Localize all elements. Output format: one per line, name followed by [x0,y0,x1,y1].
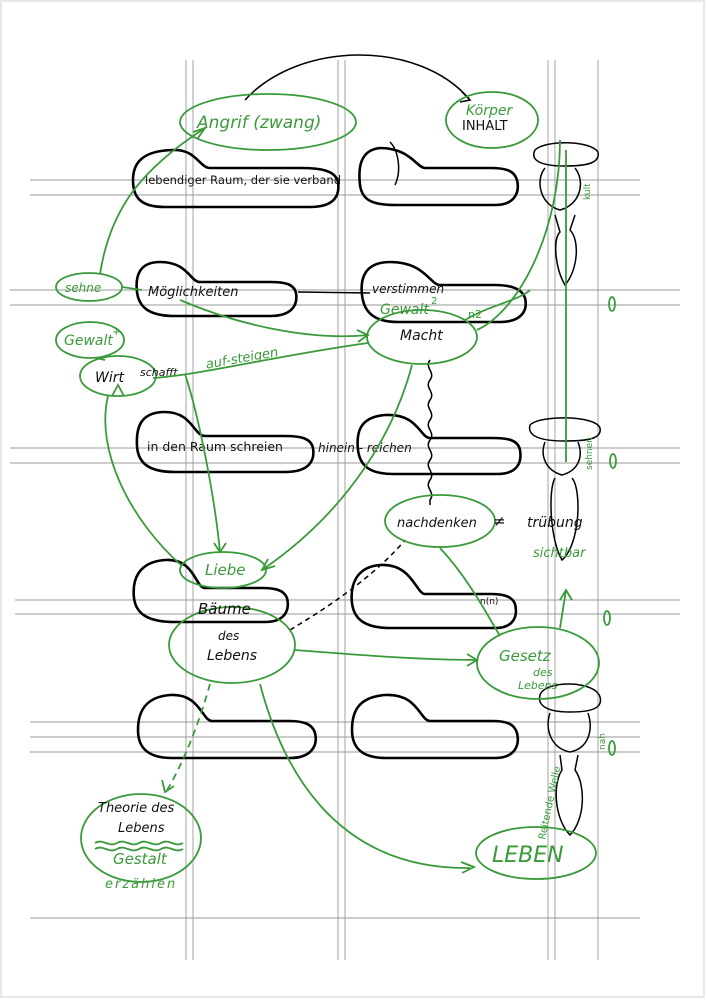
link-nachdenken-gesetz [439,547,501,637]
label-troebung: trübung [527,515,583,531]
link-schafft-liebe [184,373,221,553]
oval-angriff [179,93,357,151]
text-in-den-raum: in den Raum schreien [147,439,283,454]
green-connectors [95,126,573,874]
link-moeglichkeiten-macht [179,299,369,338]
label-leben: LEBEN [492,843,564,868]
blob-r5-left [136,693,317,760]
side-kult: kult [583,183,593,200]
blob-r1-left [131,148,340,209]
arrow-figure [559,588,573,601]
arrow-liebe-from-macht [260,558,276,572]
side-nah: nah [598,733,608,750]
margin-ring-3 [603,610,611,626]
arrowhead-koerper [459,91,472,103]
oval-gewalt [55,321,125,359]
label-angriff: Angrif (zwang) [196,113,321,133]
margin-ring-4 [608,740,616,756]
text-moeglichkeiten: Möglichkeiten [148,285,239,300]
margin-ring-2 [609,453,617,469]
label-inhalt: INHALT [462,119,508,134]
text-hinein-reichen: hinein - reichen [318,441,412,455]
pencil-grid [10,60,680,960]
label-gewalt-n2-sup: 2 [431,296,437,307]
oval-liebe [179,551,267,589]
wavy-macht-nachdenken [427,359,433,505]
link-macht-koerper [476,139,561,331]
link-sehne-angriff [99,127,206,275]
blob-r3-left [135,410,315,474]
arc-r1-right [389,141,400,186]
arrow-angriff [192,126,208,139]
label-macht: Macht [400,328,443,344]
link-wirt-aufsteigen [152,342,369,379]
blob-r3-right [356,413,522,476]
margin-ring-1 [608,296,616,312]
label-neq: ≠ [493,512,506,530]
oval-theorie [80,793,202,883]
oval-leben [475,826,597,880]
arrow-liebe-in [213,542,227,554]
label-theorie-lebens: Lebens [118,821,165,836]
label-sichtbar: sichtbar [533,546,587,561]
oval-wirt [79,355,157,397]
link-baeume-leben [259,683,471,869]
blob-r1-right [358,146,520,207]
oval-baeume [168,606,296,684]
link-wirt-liebe [104,395,183,567]
oval-gesetz [476,626,600,700]
link-macht-gewalt [464,289,531,321]
oval-koerper [445,91,539,149]
label-lebens: Lebens [207,648,257,664]
label-sehne: sehne [65,281,101,295]
line-moeglichkeiten-verstimmen [297,291,371,294]
blob-r2-right [360,260,527,324]
label-gesetz-des: des [533,666,553,679]
blob-r4-right [350,563,518,630]
figure-bottom [538,683,602,837]
figure-middle [528,417,601,562]
label-des: des [218,629,239,643]
oval-macht [366,309,478,365]
arrow-leben [460,861,477,874]
line-baeume-nachdenken [289,539,406,631]
label-wirt: Wirt [95,370,124,386]
figure-top [533,142,599,287]
blob-r5-right [350,693,520,760]
label-erzaehlen: erzählen [105,877,177,892]
label-n-small: n(n) [480,597,498,607]
side-sehnen: sehnen [585,437,595,470]
link-baeume-gesetz [294,649,478,661]
label-baeume: Bäume [198,600,251,618]
link-macht-liebe [261,364,413,571]
label-gewalt-sup: + [112,327,120,338]
label-liebe: Liebe [205,561,246,579]
label-gesetz-lebens: Lebens [518,679,558,692]
link-gesetz-figure [559,589,567,629]
wave-under-theorie-2 [94,846,184,852]
label-gewalt: Gewalt [64,333,113,349]
link-baeume-theorie [165,683,211,793]
label-gewalt-n2: Gewalt [380,302,429,318]
text-lebendiger-raum: lebendiger Raum, der sie verband [145,173,341,187]
arrow-macht-left [356,329,370,343]
text-verstimmen: verstimmen [372,282,444,296]
link-sehne-moeglichkeiten [121,286,143,291]
arrow-wirt-up [111,383,125,397]
label-gestalt: Gestalt [113,850,168,868]
wave-under-theorie [94,840,184,846]
blob-r4-left [132,558,290,624]
oval-nachdenken [384,494,496,548]
label-theorie: Theorie des [98,801,174,816]
arrow-theorie [161,779,175,794]
arrow-gesetz [466,653,479,667]
arc-angriff-koerper [244,54,471,101]
label-nachdenken: nachdenken [397,516,477,531]
link-gewalt-wirt [95,357,106,361]
label-gesetz: Gesetz [499,647,552,665]
label-koerper: Körper [466,103,514,119]
